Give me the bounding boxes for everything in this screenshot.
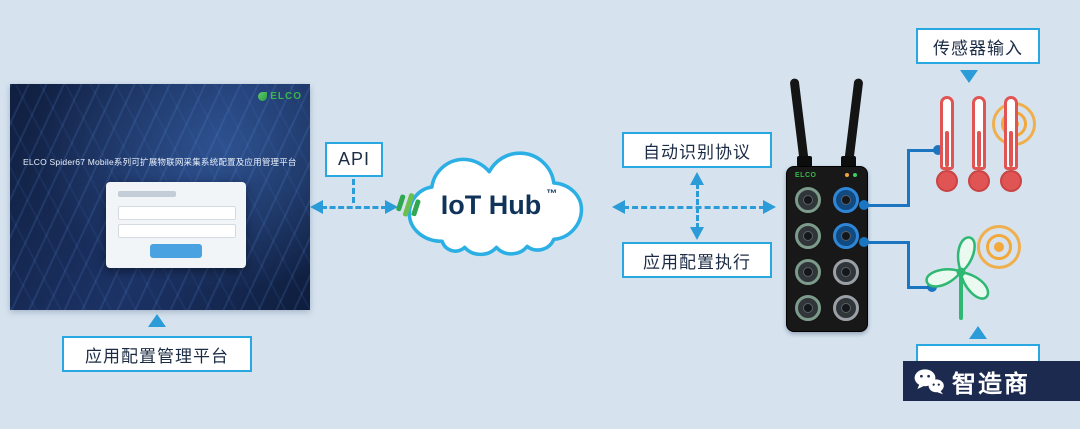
iot-gateway-device: ELCO (780, 78, 876, 332)
dashed-arrow-protocol-exec (689, 172, 705, 240)
m12-port-active (833, 223, 859, 249)
arrowhead-left-icon (310, 200, 323, 214)
thermometer-stem (1004, 96, 1018, 170)
platform-caption-label: 应用配置管理平台 (85, 346, 229, 366)
up-arrow-icon (148, 314, 166, 327)
wire-node (859, 237, 869, 247)
thermometer-icon (966, 96, 992, 192)
sensor-wire (862, 204, 910, 207)
m12-port (795, 259, 821, 285)
down-arrow-icon (960, 70, 978, 83)
arrowhead-up-icon (690, 172, 704, 185)
arrowhead-right-icon (763, 200, 776, 214)
username-field (118, 206, 236, 220)
arrowhead-down-icon (690, 227, 704, 240)
thermometer-bulb (968, 170, 990, 192)
wave-center (994, 242, 1004, 252)
sensor-wire (907, 150, 910, 207)
wire-node (933, 145, 943, 155)
wind-turbine-icon (918, 228, 1004, 322)
platform-caption-box: 应用配置管理平台 (62, 336, 252, 372)
antenna-icon (789, 78, 809, 165)
watermark-text: 智造商 (952, 370, 1030, 398)
login-button (150, 244, 202, 258)
platform-screenshot: ELCO ELCO Spider67 Mobile系列可扩展物联网采集系统配置及… (10, 84, 310, 310)
password-field (118, 224, 236, 238)
iot-hub-logo-icon (396, 193, 421, 217)
signal-waves-icon (977, 225, 1021, 269)
auto-protocol-box: 自动识别协议 (622, 132, 772, 168)
dashed-arrow-cloud-device (612, 197, 776, 217)
device-body: ELCO (786, 166, 868, 332)
thermometer-bulb (936, 170, 958, 192)
arrowhead-right-icon (385, 200, 398, 214)
thermometer-stem (940, 96, 954, 170)
api-box: API (325, 142, 383, 177)
dashed-line (695, 183, 699, 229)
arrowhead-left-icon (612, 200, 625, 214)
wire-node (859, 200, 869, 210)
m12-port (833, 295, 859, 321)
iot-hub-title: IoT Hub (440, 190, 542, 220)
sensor-wire (907, 149, 939, 152)
thermometer-icon (934, 96, 960, 192)
antenna-icon (844, 78, 864, 165)
up-arrow-icon (969, 326, 987, 339)
device-brand-label: ELCO (795, 172, 817, 179)
login-card (106, 182, 246, 268)
antenna-base (797, 156, 812, 168)
wave-ring (977, 225, 1021, 269)
m12-port-active (833, 187, 859, 213)
m12-port (795, 223, 821, 249)
leaf-icon (258, 92, 268, 101)
login-header-placeholder (118, 191, 176, 197)
dashed-line (623, 205, 765, 209)
sensor-wire (907, 286, 933, 289)
thermometer-icon (998, 96, 1024, 192)
elco-logo-text: ELCO (270, 91, 302, 102)
wave-ring (986, 234, 1012, 260)
status-led-green (853, 173, 857, 177)
cloud-shape-icon (407, 151, 584, 257)
api-connector-line (352, 179, 355, 203)
sensor-input-label: 传感器输入 (933, 38, 1023, 58)
thermometer-stem (972, 96, 986, 170)
app-config-exec-label: 应用配置执行 (643, 252, 751, 272)
api-label: API (337, 149, 370, 169)
antenna-base (841, 156, 856, 168)
wechat-icon (914, 369, 944, 395)
status-led-orange (845, 173, 849, 177)
platform-title: ELCO Spider67 Mobile系列可扩展物联网采集系统配置及应用管理平… (23, 157, 297, 167)
app-config-exec-box: 应用配置执行 (622, 242, 772, 278)
m12-port (833, 259, 859, 285)
thermometer-bulb (1000, 170, 1022, 192)
m12-port (795, 295, 821, 321)
sensor-input-box: 传感器输入 (916, 28, 1040, 64)
m12-port (795, 187, 821, 213)
elco-logo: ELCO (258, 91, 302, 102)
iot-hub-cloud: IoT Hub ™ (394, 144, 604, 274)
auto-protocol-label: 自动识别协议 (643, 142, 751, 162)
cloud-label: IoT Hub ™ (394, 188, 604, 220)
sensor-wire (907, 241, 910, 289)
sensor-wire (862, 241, 910, 244)
dashed-line (321, 205, 387, 209)
watermark-band: 智造商 (903, 361, 1080, 401)
dashed-arrow-platform-cloud (310, 197, 398, 217)
trademark-symbol: ™ (546, 188, 558, 200)
